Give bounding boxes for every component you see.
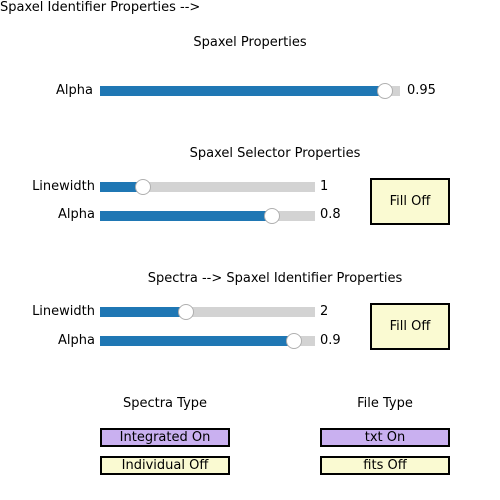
integrated-toggle-button[interactable]: Integrated On — [100, 428, 230, 447]
selector-alpha-label: Alpha — [58, 207, 95, 222]
identifier-fill-toggle-button[interactable]: Fill Off — [370, 303, 450, 350]
slider-handle[interactable] — [264, 208, 280, 224]
selector-alpha-value: 0.8 — [320, 207, 341, 222]
slider-fill — [100, 86, 385, 96]
identifier-alpha-label: Alpha — [58, 333, 95, 348]
selector-linewidth-value: 1 — [320, 179, 329, 194]
individual-toggle-button[interactable]: Individual Off — [100, 456, 230, 475]
selector-fill-toggle-button[interactable]: Fill Off — [370, 178, 450, 225]
slider-fill — [100, 307, 186, 317]
identifier-properties-title: Spectra --> Spaxel Identifier Properties — [147, 271, 403, 286]
identifier-alpha-value: 0.9 — [320, 333, 341, 348]
slider-fill — [100, 211, 272, 221]
fits-toggle-button[interactable]: fits Off — [320, 456, 450, 475]
spaxel-alpha-slider[interactable] — [100, 83, 400, 99]
slider-handle[interactable] — [178, 304, 194, 320]
slider-track — [100, 307, 315, 317]
txt-toggle-button[interactable]: txt On — [320, 428, 450, 447]
spaxel-selector-properties-title: Spaxel Selector Properties — [189, 146, 361, 161]
spaxel-alpha-label: Alpha — [56, 83, 93, 98]
slider-track — [100, 182, 315, 192]
identifier-linewidth-value: 2 — [320, 304, 329, 319]
slider-handle[interactable] — [135, 179, 151, 195]
spectra-type-title: Spectra Type — [122, 396, 208, 411]
selector-linewidth-slider[interactable] — [100, 179, 315, 195]
slider-handle[interactable] — [286, 333, 302, 349]
slider-fill — [100, 336, 294, 346]
spaxel-properties-title: Spaxel Properties — [193, 35, 307, 50]
slider-fill — [100, 182, 143, 192]
spaxel-alpha-value: 0.95 — [407, 83, 436, 98]
file-type-title: File Type — [357, 396, 413, 411]
slider-handle[interactable] — [377, 83, 393, 99]
identifier-linewidth-slider[interactable] — [100, 304, 315, 320]
selector-alpha-slider[interactable] — [100, 208, 315, 224]
identifier-alpha-slider[interactable] — [100, 333, 315, 349]
identifier-linewidth-label: Linewidth — [32, 304, 95, 319]
selector-linewidth-label: Linewidth — [32, 179, 95, 194]
